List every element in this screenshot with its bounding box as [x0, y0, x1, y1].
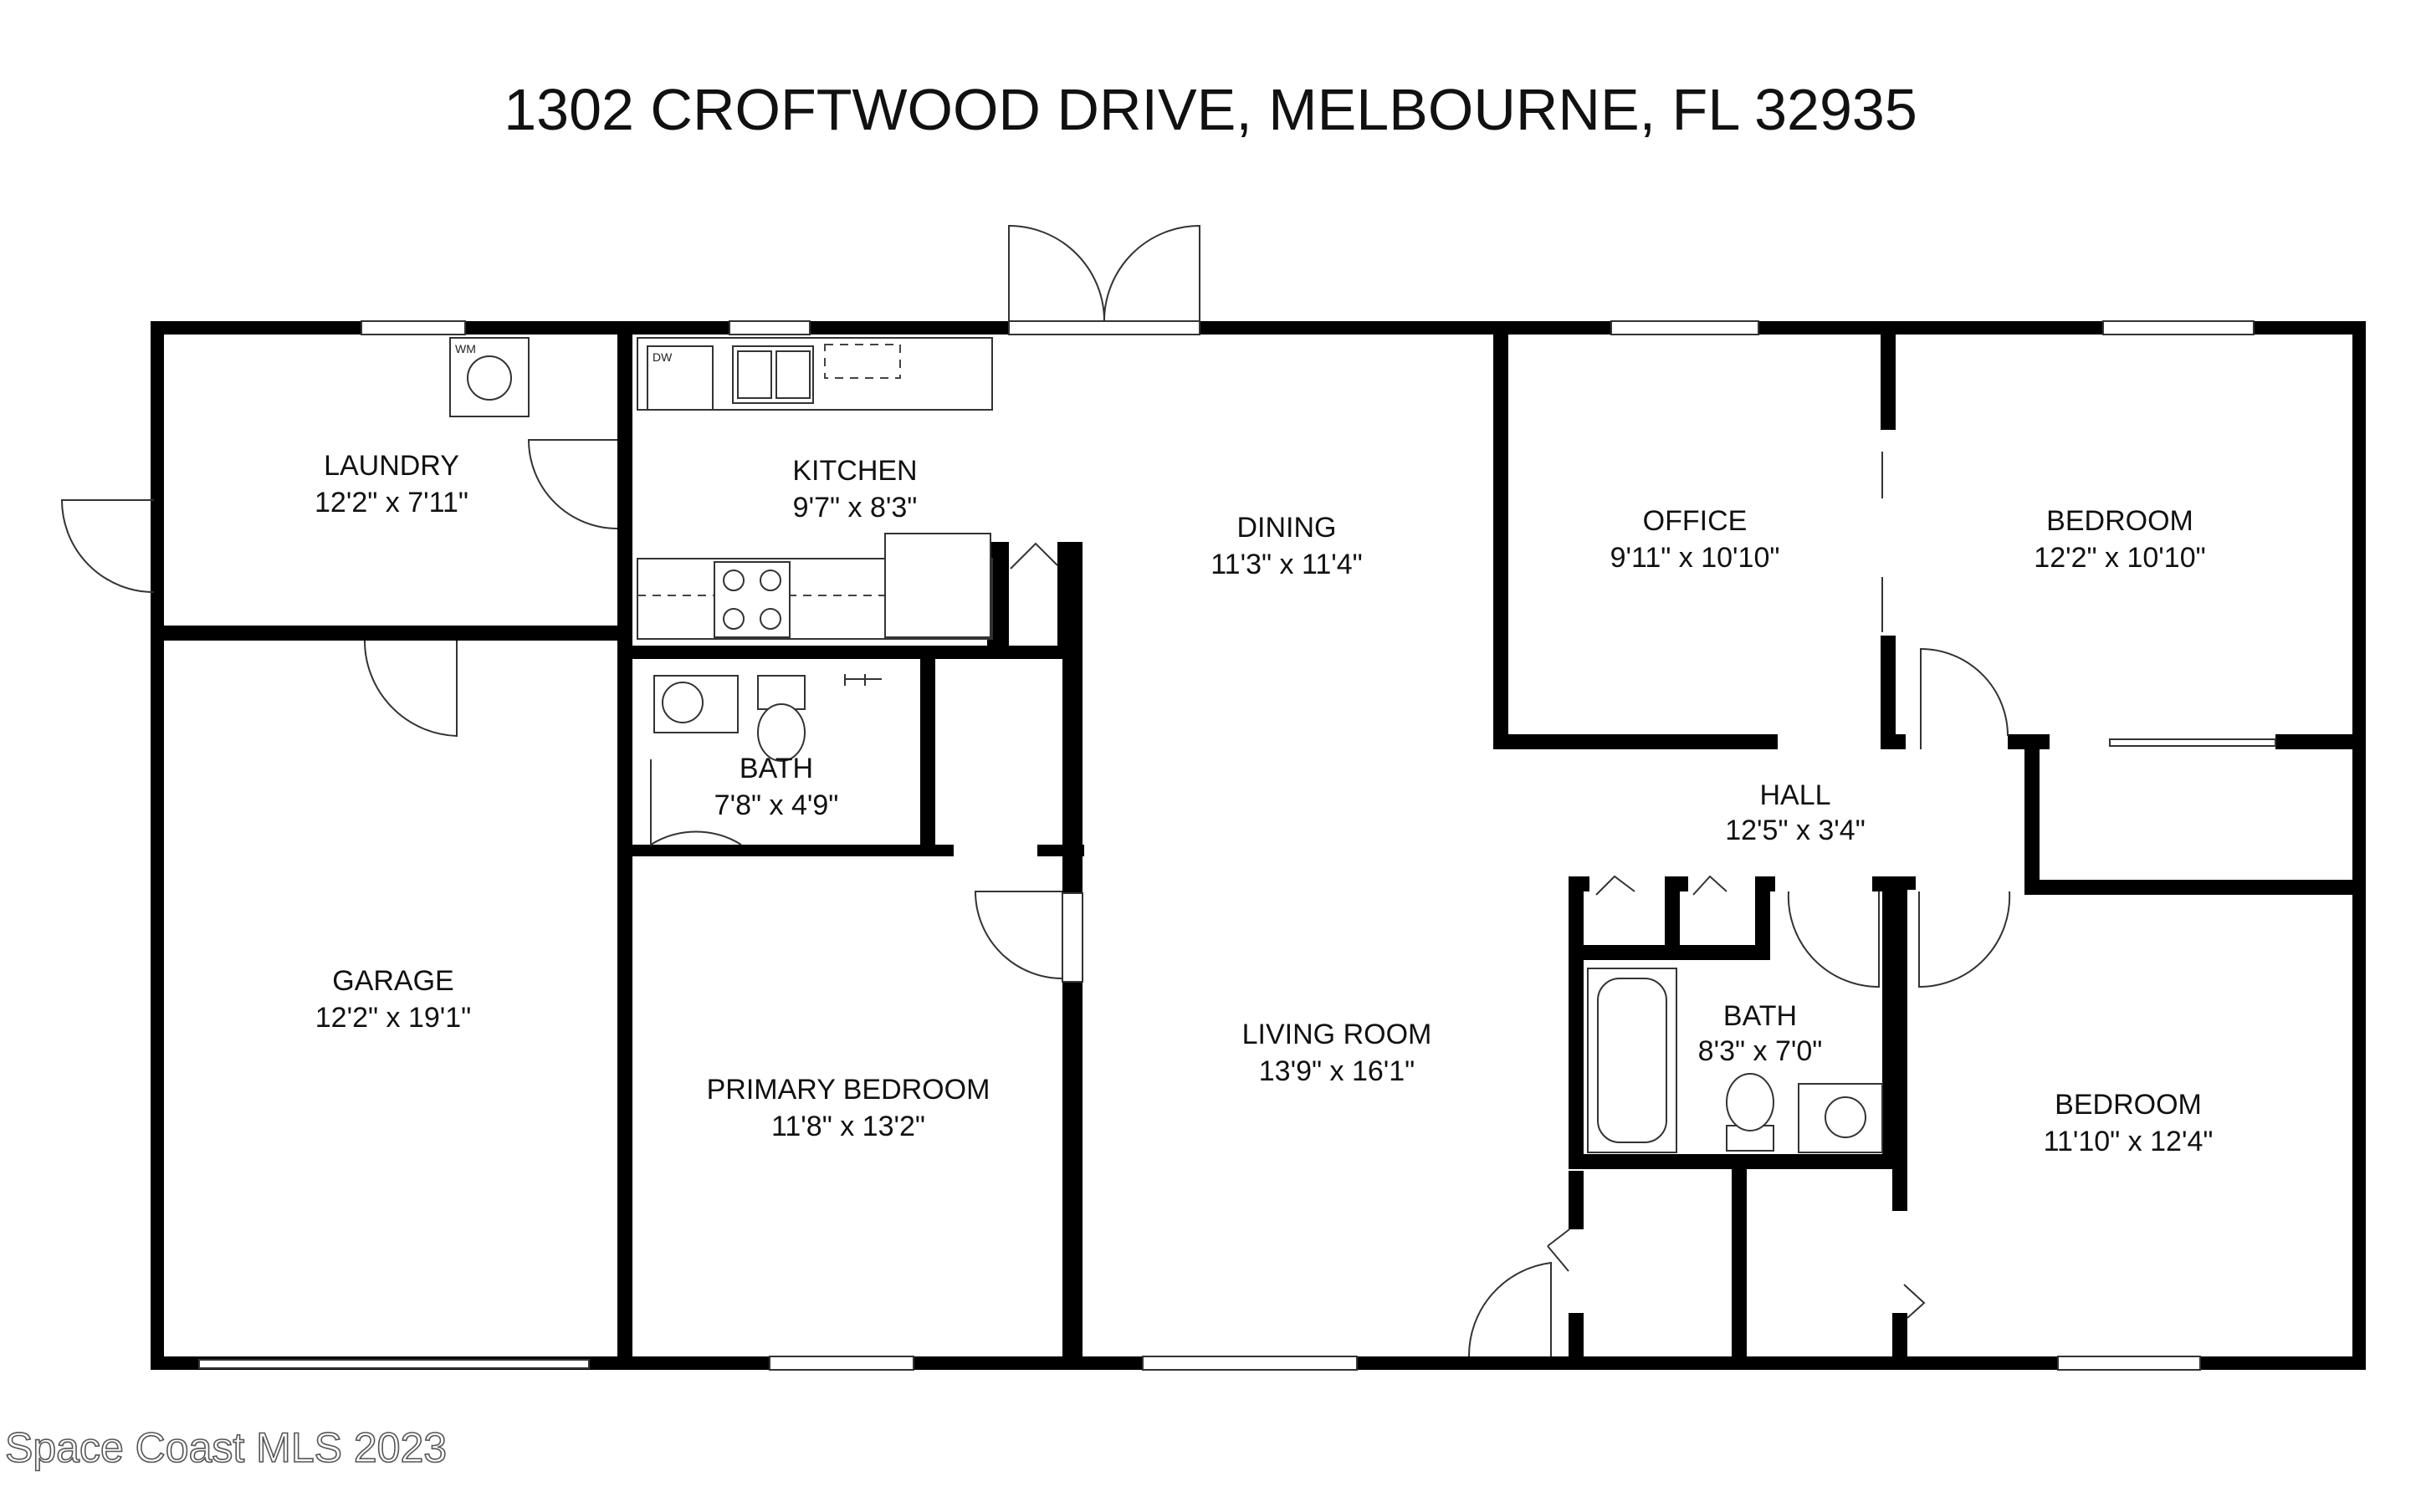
washer-label: WM — [455, 342, 476, 355]
room-dim-laundry: 12'2" x 7'11" — [315, 487, 468, 518]
stove-icon — [714, 561, 791, 638]
fixtures: WM DW — [449, 337, 1883, 1153]
room-dim-bedroom-se: 11'10" x 12'4" — [2044, 1126, 2214, 1157]
room-name-garage: GARAGE — [332, 965, 453, 997]
refrigerator-icon — [884, 533, 991, 638]
room-dim-office: 9'11" x 10'10" — [1610, 542, 1780, 574]
dishwasher-label: DW — [653, 350, 673, 364]
room-dim-kitchen: 9'7" x 8'3" — [793, 492, 918, 524]
room-name-living-room: LIVING ROOM — [1242, 1019, 1432, 1050]
watermark: Space Coast MLS 2023 — [5, 1424, 447, 1471]
room-name-hall: HALL — [1759, 779, 1830, 811]
room-dim-living-room: 13'9" x 16'1" — [1259, 1055, 1415, 1087]
room-name-bedroom-ne: BEDROOM — [2046, 505, 2193, 537]
room-labels: LAUNDRY 12'2" x 7'11" KITCHEN 9'7" x 8'3… — [315, 450, 2213, 1157]
room-dim-bedroom-ne: 12'2" x 10'10" — [2034, 542, 2205, 574]
room-dim-bath-2: 8'3" x 7'0" — [1698, 1035, 1823, 1067]
doors — [60, 224, 2011, 1357]
room-dim-bath-1: 7'8" x 4'9" — [714, 789, 839, 821]
outer-walls — [151, 321, 2366, 1370]
windows — [198, 320, 2276, 1371]
room-dim-primary-bedroom: 11'8" x 13'2" — [771, 1111, 925, 1142]
room-name-laundry: LAUNDRY — [324, 450, 459, 482]
room-name-bedroom-se: BEDROOM — [2055, 1089, 2202, 1121]
bath2-sink-icon — [1798, 1083, 1883, 1153]
room-name-office: OFFICE — [1643, 505, 1748, 537]
room-name-dining: DINING — [1237, 512, 1337, 544]
page-title: 1302 CROFTWOOD DRIVE, MELBOURNE, FL 3293… — [504, 77, 1917, 142]
room-name-primary-bedroom: PRIMARY BEDROOM — [707, 1074, 990, 1106]
room-name-kitchen: KITCHEN — [792, 455, 917, 487]
room-name-bath-2: BATH — [1723, 1000, 1797, 1032]
kitchen-sink-icon — [732, 345, 814, 404]
bathtub-icon — [1587, 968, 1677, 1153]
room-dim-garage: 12'2" x 19'1" — [315, 1002, 471, 1034]
room-dim-dining: 11'3" x 11'4" — [1210, 549, 1362, 580]
dishwasher-icon — [647, 345, 714, 411]
room-name-bath-1: BATH — [740, 753, 813, 784]
washer-icon — [449, 337, 530, 417]
bath1-sink-icon — [653, 675, 739, 733]
interior-walls — [151, 321, 2366, 1370]
room-dim-hall: 12'5" x 3'4" — [1725, 815, 1866, 846]
